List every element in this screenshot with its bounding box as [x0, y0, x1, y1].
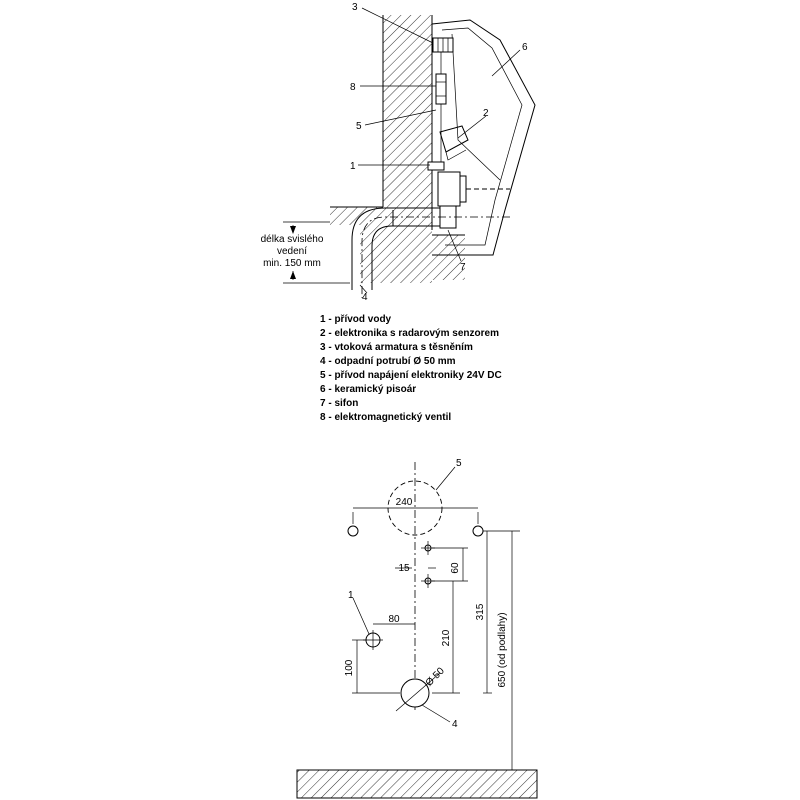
urinal-body — [431, 19, 536, 256]
wall-hatch — [330, 15, 465, 283]
section-view — [283, 7, 536, 298]
plan-callout-1: 1 — [348, 590, 354, 601]
callout-7: 7 — [460, 262, 466, 273]
vertical-run-label-1: délka svislého — [261, 234, 324, 245]
legend-item: 4 - odpadní potrubí Ø 50 mm — [320, 356, 456, 367]
legend: 1 - přívod vody 2 - elektronika s radaro… — [320, 314, 502, 423]
dim-d50: Ø 50 — [424, 665, 447, 688]
vertical-run-label-3: min. 150 mm — [263, 258, 321, 269]
callout-4: 4 — [362, 292, 368, 303]
waste-pipe-hole — [400, 678, 430, 708]
vertical-run-label-2: vedení — [277, 246, 307, 257]
mounting-hole-right — [472, 525, 484, 537]
dim-60: 60 — [450, 562, 461, 574]
siphon — [437, 171, 461, 207]
dim-100: 100 — [344, 659, 355, 676]
solenoid-valve — [435, 73, 447, 105]
legend-item: 5 - přívod napájení elektroniky 24V DC — [320, 370, 502, 381]
drain-pipe — [351, 207, 440, 290]
plan-callout-5: 5 — [456, 458, 462, 469]
callout-8: 8 — [350, 82, 356, 93]
mounting-hole-left — [347, 525, 359, 537]
dim-240: 240 — [396, 497, 413, 508]
callout-5: 5 — [356, 121, 362, 132]
callout-6: 6 — [522, 42, 528, 53]
legend-item: 8 - elektromagnetický ventil — [320, 412, 451, 423]
plan-view — [296, 462, 538, 799]
callout-3: 3 — [352, 2, 358, 13]
dim-15: 15 — [398, 563, 410, 574]
floor-hatch — [296, 769, 538, 799]
legend-item: 6 - keramický pisoár — [320, 384, 416, 395]
dim-315: 315 — [475, 603, 486, 620]
callout-2: 2 — [483, 108, 489, 119]
plan-callout-4: 4 — [452, 719, 458, 730]
dim-80: 80 — [388, 614, 400, 625]
legend-item: 1 - přívod vody — [320, 314, 392, 325]
dim-650: 650 (od podlahy) — [497, 612, 508, 687]
dim-210: 210 — [441, 629, 452, 646]
sensor-electronics — [439, 125, 469, 153]
legend-item: 3 - vtoková armatura s těsněním — [320, 342, 473, 353]
legend-item: 2 - elektronika s radarovým senzorem — [320, 328, 499, 339]
water-supply-fitting — [427, 161, 445, 171]
legend-item: 7 - sifon — [320, 398, 358, 409]
callout-1: 1 — [350, 161, 356, 172]
